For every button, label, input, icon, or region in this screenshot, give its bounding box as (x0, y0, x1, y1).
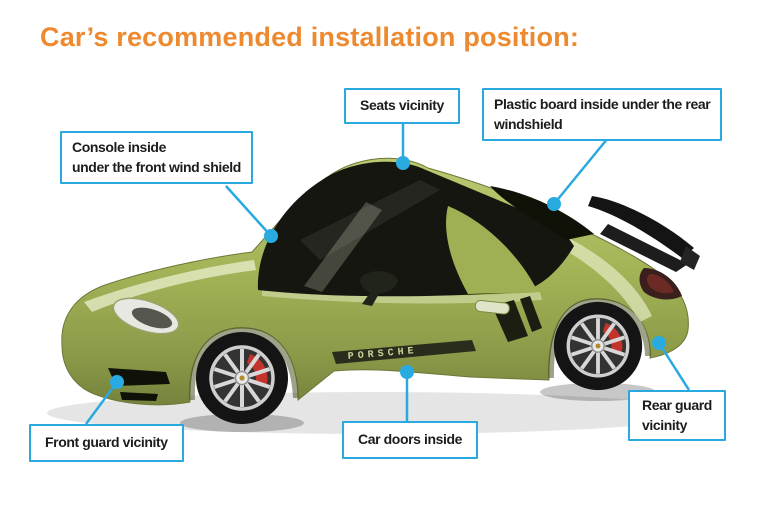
page-title: Car’s recommended installation position: (40, 22, 580, 52)
callout-label-line2: under the front wind shield (72, 158, 241, 175)
tail-light (639, 268, 682, 300)
callout-dot-console (264, 229, 278, 243)
callout-label-line1: Console inside (72, 139, 166, 155)
door-handle (474, 299, 510, 315)
callout-car-doors-inside: Car doors inside (342, 421, 479, 459)
rear-spoiler (588, 196, 700, 272)
rear-wheel (551, 299, 645, 393)
headlight (112, 297, 180, 335)
callout-label-line2: windshield (494, 115, 563, 132)
callout-dot-car-doors (400, 365, 414, 379)
a-pillar (304, 202, 382, 292)
callout-label: Seats vicinity (360, 97, 444, 113)
callout-dot-rear-guard (652, 336, 666, 350)
callout-lines (84, 121, 691, 425)
callout-console-inside: Console inside under the front wind shie… (60, 131, 253, 185)
callout-dot-front-guard (110, 375, 124, 389)
callout-line-rear-guard (657, 342, 691, 391)
callout-dots (110, 156, 666, 389)
callout-label-line1: Rear guard (642, 397, 712, 413)
callout-label: Front guard vicinity (45, 434, 168, 450)
rear-window (490, 186, 594, 240)
callout-plastic-board: Plastic board inside under the rear wind… (482, 88, 723, 142)
callout-label-line1: Plastic board inside under the rear (494, 96, 711, 112)
callout-dot-seats (396, 156, 410, 170)
callout-line-console (225, 185, 272, 237)
callout-line-plastic-board (553, 137, 609, 205)
callout-seats-vicinity: Seats vicinity (344, 88, 460, 124)
callout-label-line2: vicinity (642, 416, 688, 433)
callout-line-front-guard (84, 381, 119, 425)
front-wheel (194, 330, 290, 426)
callout-front-guard-vicinity: Front guard vicinity (29, 424, 184, 462)
glass-reflection (300, 180, 440, 260)
side-mirror (360, 271, 398, 306)
c-pillar (446, 206, 538, 294)
callout-rear-guard-vicinity: Rear guard vicinity (628, 390, 726, 442)
callout-dot-plastic-board (547, 197, 561, 211)
callout-label: Car doors inside (358, 431, 463, 447)
